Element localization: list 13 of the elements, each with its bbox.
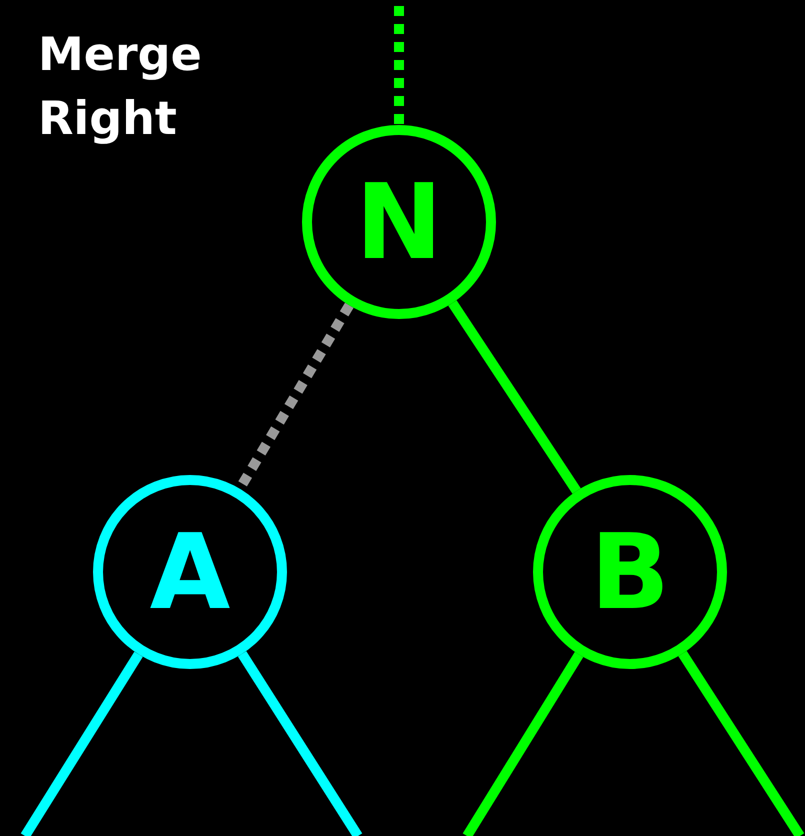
node-letter: A [150, 520, 230, 624]
tree-edge [20, 652, 143, 836]
tree-edge [448, 300, 581, 494]
circle-node [302, 125, 496, 319]
tree-edge [462, 652, 584, 836]
tree-edge [238, 651, 362, 836]
title-text: Merge Right [38, 26, 203, 147]
circle-node [533, 475, 727, 669]
node-letter: N [355, 170, 443, 274]
dotted-line [394, 6, 404, 125]
circle-node [93, 475, 287, 669]
node-letter: B [590, 520, 670, 624]
tree-edge [678, 650, 804, 836]
